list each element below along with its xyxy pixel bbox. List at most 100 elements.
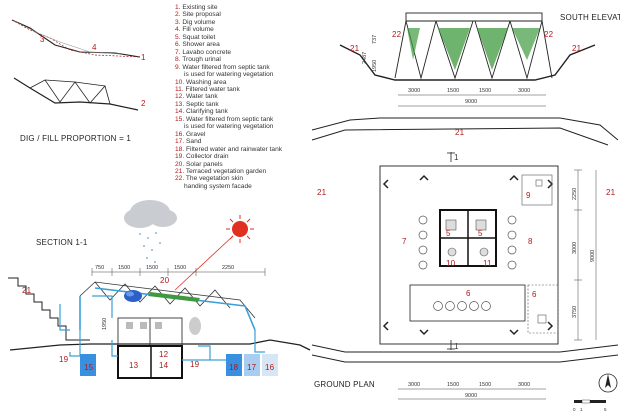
sec-mark-12: 12 bbox=[159, 350, 169, 359]
elev-dim-3: 1500 bbox=[479, 88, 491, 94]
legend-text: Filtered water tank bbox=[185, 85, 240, 93]
plan-dim-right-1: 2250 bbox=[572, 188, 578, 200]
plan-mark-6b: 11 bbox=[483, 259, 492, 268]
legend-text: Washing area bbox=[186, 78, 227, 86]
elev-dim-total: 9000 bbox=[465, 99, 477, 105]
legend-number: 6. bbox=[175, 41, 181, 49]
elev-dim-2: 1500 bbox=[447, 88, 459, 94]
sec-dim-3: 1500 bbox=[146, 265, 158, 271]
legend-item: 10. Washing area bbox=[175, 79, 335, 86]
elev-mark-22b: 22 bbox=[544, 30, 554, 39]
legend-number: 1. bbox=[175, 4, 181, 11]
legend-number: 16. bbox=[175, 130, 185, 138]
plan-mark-5b: 5 bbox=[478, 229, 483, 238]
toilet-fixtures bbox=[126, 317, 201, 335]
legend-number: 4. bbox=[175, 26, 181, 34]
legend-text: Collector drain bbox=[186, 153, 229, 161]
plan-mark-1b: 1 bbox=[454, 342, 459, 351]
scale-1: 1 bbox=[580, 407, 583, 412]
plan-dim-total: 9000 bbox=[465, 393, 477, 399]
plan-dim-4: 3000 bbox=[518, 382, 530, 388]
legend-item: 16. Gravel bbox=[175, 131, 335, 138]
plan-mark-6a: 10 bbox=[446, 259, 456, 268]
elev-mark-21a: 21 bbox=[350, 44, 360, 53]
dig-mark-2: 2 bbox=[141, 99, 146, 108]
plan-box-11 bbox=[527, 284, 559, 334]
elev-dim-4: 3000 bbox=[518, 88, 530, 94]
washing-basins bbox=[433, 301, 491, 311]
legend-item: 13. Septic tank bbox=[175, 101, 335, 108]
legend-number: 20. bbox=[175, 160, 185, 168]
elev-dim-side-1: 737 bbox=[372, 35, 378, 44]
scale-0: 0 bbox=[573, 407, 576, 412]
section-markers bbox=[447, 152, 455, 350]
legend-number: 12. bbox=[175, 93, 185, 101]
sec-dim-4: 1500 bbox=[174, 265, 186, 271]
sec-mark-15: 15 bbox=[84, 363, 94, 372]
legend-text: Site proposal bbox=[182, 11, 221, 19]
legend-number: 2. bbox=[175, 11, 181, 19]
sec-mark-20: 20 bbox=[160, 276, 170, 285]
legend-text: Sand bbox=[186, 138, 202, 146]
legend-number: 13. bbox=[175, 100, 185, 108]
legend-item: 2. Site proposal bbox=[175, 11, 335, 18]
plan-mark-8: 8 bbox=[528, 237, 533, 246]
legend-text: Terraced vegetation garden bbox=[185, 167, 267, 175]
legend-item: 12. Water tank bbox=[175, 93, 335, 100]
legend-item: 11. Filtered water tank bbox=[175, 86, 335, 93]
sec-mark-18: 18 bbox=[229, 363, 239, 372]
legend-number: 10. bbox=[175, 78, 185, 86]
legend-text: Shower area bbox=[182, 41, 220, 49]
legend-number: 22. bbox=[175, 175, 185, 183]
sec-mark-17: 17 bbox=[247, 363, 257, 372]
solar-panels bbox=[148, 292, 200, 302]
plan-dim-2: 1500 bbox=[447, 382, 459, 388]
lavabo-circles bbox=[418, 215, 517, 270]
sec-mark-14: 14 bbox=[159, 361, 169, 370]
section-dimension-line bbox=[91, 268, 266, 276]
legend-number: 8. bbox=[175, 56, 181, 64]
legend-number: 14. bbox=[175, 108, 185, 116]
legend-text: Clarifying tank bbox=[186, 108, 228, 116]
tank-16 bbox=[262, 354, 278, 376]
legend-item: 17. Sand bbox=[175, 138, 335, 145]
legend-text: Septic tank bbox=[186, 100, 219, 108]
dig-mark-3: 3 bbox=[40, 35, 45, 44]
south-elevation-title: SOUTH ELEVATI bbox=[560, 13, 620, 22]
legend-item: 8. Trough urinal bbox=[175, 56, 335, 63]
sec-mark-19a: 19 bbox=[59, 355, 69, 364]
pipes bbox=[59, 295, 265, 361]
legend-text: Water filtered from septic tank bbox=[182, 63, 270, 71]
legend-number: 11. bbox=[175, 85, 184, 93]
legend-item: 4. Fill volume bbox=[175, 26, 335, 33]
plan-box-9 bbox=[521, 174, 553, 206]
plan-dim-3: 1500 bbox=[479, 382, 491, 388]
legend-text: Solar panels bbox=[186, 160, 223, 168]
legend-text: Water filtered from septic tank bbox=[186, 115, 274, 123]
dig-fill-label: DIG / FILL PROPORTION = 1 bbox=[20, 134, 131, 143]
legend-number: 21. bbox=[175, 167, 185, 175]
legend-number: 3. bbox=[175, 18, 181, 26]
washing-area bbox=[409, 284, 526, 322]
plan-mark-10: 6 bbox=[466, 289, 471, 298]
legend-text: Lavabo concrete bbox=[182, 48, 232, 56]
legend-number: 19. bbox=[175, 153, 185, 161]
legend-item: 20. Solar panels bbox=[175, 161, 335, 168]
dig-diagram-top bbox=[11, 19, 141, 58]
dig-mark-1: 1 bbox=[141, 53, 146, 62]
tank-15 bbox=[80, 354, 96, 376]
legend-item: 22. The vegetation skin bbox=[175, 175, 335, 182]
sec-dim-2: 1500 bbox=[118, 265, 130, 271]
cloud-icon bbox=[124, 200, 177, 263]
plan-platform bbox=[379, 165, 559, 345]
legend-text-continued: is used for watering vegetation bbox=[184, 71, 274, 79]
legend-item: 14. Clarifying tank bbox=[175, 108, 335, 115]
plan-mark-11: 6 bbox=[532, 290, 537, 299]
scale-bar bbox=[574, 399, 606, 404]
elev-mark-21b: 21 bbox=[572, 44, 582, 53]
plan-mark-9: 9 bbox=[526, 191, 531, 200]
legend-item: 1. Existing site bbox=[175, 4, 335, 11]
sec-mark-16: 16 bbox=[265, 363, 275, 372]
